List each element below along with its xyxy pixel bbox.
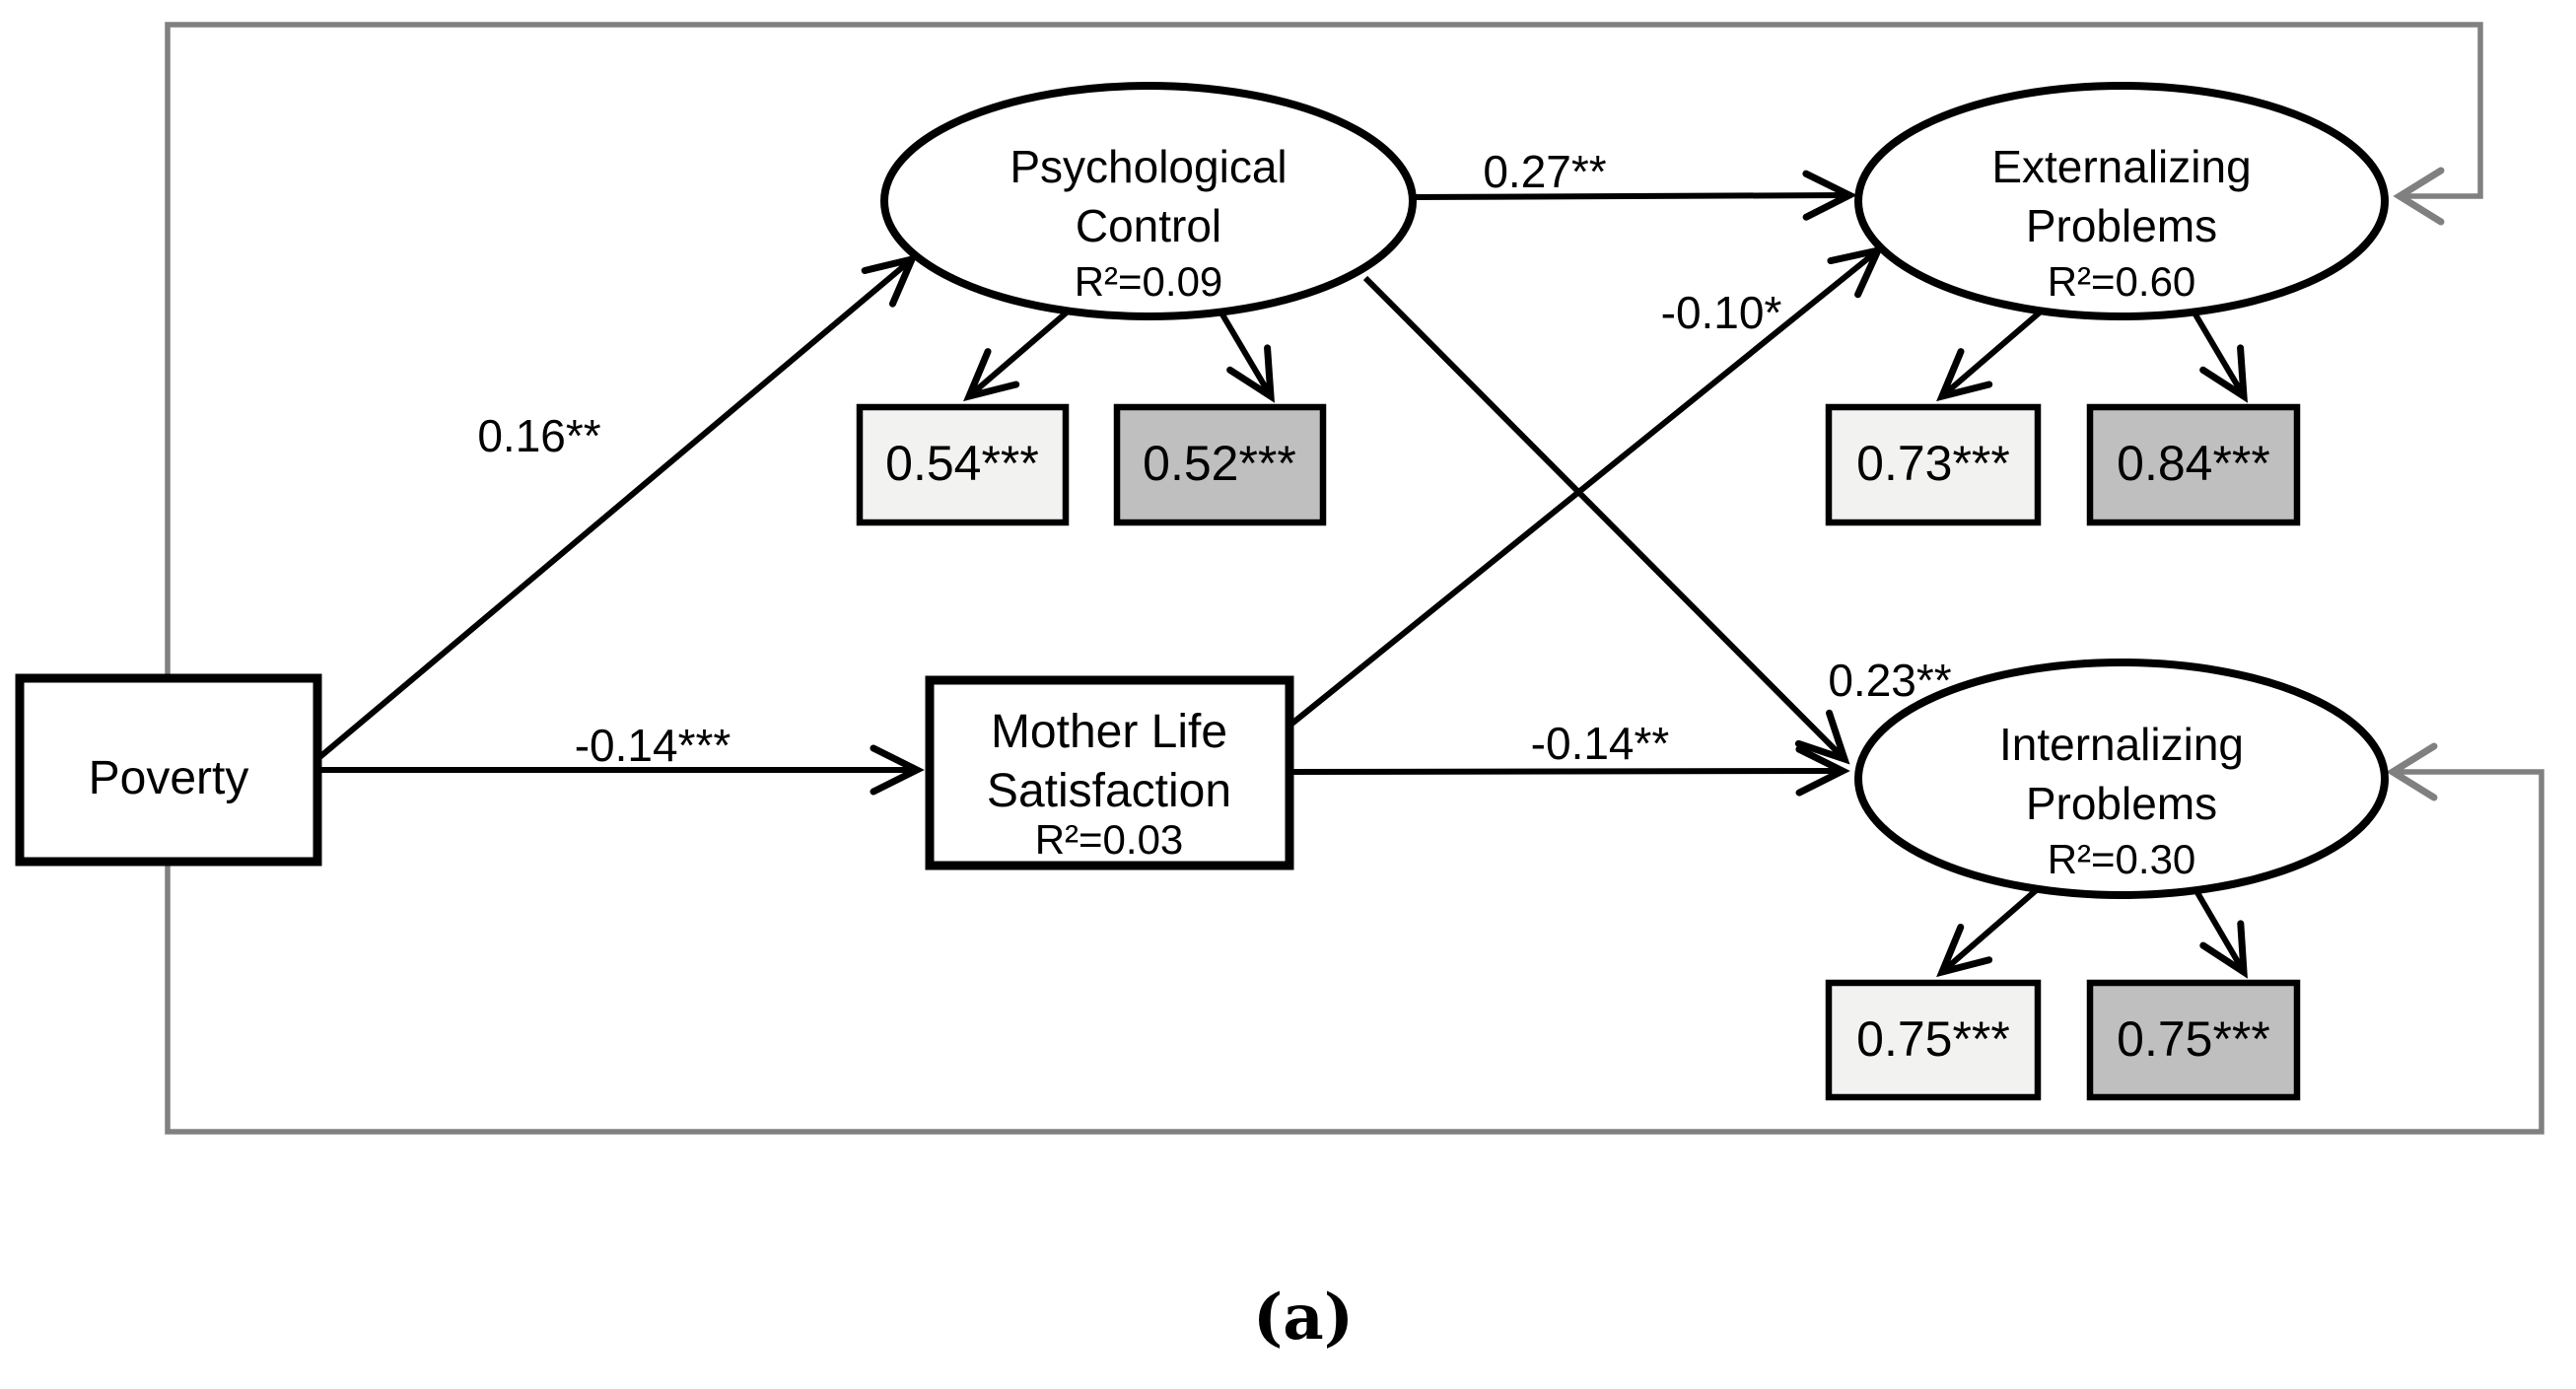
path-psych-control-to-internalizing — [1362, 275, 1850, 765]
coef-mother-life-internalizing: -0.14** — [1531, 718, 1670, 769]
mother-life-box — [925, 675, 1294, 870]
loading-value: 0.84*** — [2117, 436, 2270, 491]
loading-value: 0.75*** — [2117, 1011, 2270, 1067]
coef-mother-life-externalizing: -0.10* — [1661, 287, 1782, 338]
feedback-loop-top-arrow — [165, 22, 2483, 690]
loading-value: 0.73*** — [1856, 436, 2010, 491]
feedback-loops — [165, 22, 2544, 1135]
node-externalizing: Externalizing Problems R²=0.60 — [1854, 82, 2389, 320]
node-poverty: Poverty — [15, 673, 322, 867]
loading-arrow-internalizing-1 — [1936, 877, 2050, 978]
loading-value: 0.52*** — [1143, 436, 1296, 491]
loading-rect — [1825, 979, 2042, 1101]
externalizing-label-line1: Externalizing — [1991, 141, 2251, 192]
loading-value: 0.54*** — [885, 436, 1039, 491]
internalizing-ellipse — [1854, 659, 2389, 899]
path-psych-control-to-externalizing — [1409, 170, 1857, 221]
internalizing-label-line2: Problems — [2026, 778, 2217, 829]
psych-control-label-line1: Psychological — [1010, 141, 1287, 192]
coef-psych-control-externalizing: 0.27** — [1483, 146, 1606, 197]
poverty-box — [15, 673, 322, 867]
coef-poverty-psych-control: 0.16** — [477, 410, 600, 461]
loading-rect — [2086, 403, 2301, 526]
loading-box-psych-control-2: 0.52*** — [1113, 403, 1327, 526]
loading-arrow-psych-control-1 — [963, 303, 1077, 402]
loading-box-psych-control-1: 0.54*** — [856, 403, 1070, 526]
externalizing-ellipse — [1854, 82, 2389, 320]
figure-caption: (a) — [1253, 1281, 1354, 1354]
mother-life-label-line1: Mother Life — [991, 706, 1227, 758]
node-mother-life: Mother Life Satisfaction R²=0.03 — [925, 675, 1294, 870]
loading-arrow-externalizing-1 — [1936, 303, 2050, 402]
loading-rect — [2086, 979, 2301, 1101]
poverty-label: Poverty — [89, 752, 249, 804]
node-psych-control: Psychological Control R²=0.09 — [880, 82, 1417, 320]
path-mother-life-to-externalizing — [1288, 245, 1885, 729]
psych-control-ellipse — [880, 82, 1417, 320]
psych-control-r2: R²=0.09 — [1075, 258, 1223, 305]
mother-life-r2: R²=0.03 — [1035, 816, 1184, 863]
internalizing-r2: R²=0.30 — [2048, 836, 2196, 882]
loading-arrow-externalizing-2 — [2190, 308, 2248, 403]
loading-boxes: 0.54*** 0.52*** 0.73*** 0.84*** 0.75*** … — [856, 403, 2301, 1101]
loading-arrow-internalizing-2 — [2190, 882, 2248, 979]
loading-box-externalizing-2: 0.84*** — [2086, 403, 2301, 526]
loading-value: 0.75*** — [1856, 1011, 2010, 1067]
externalizing-r2: R²=0.60 — [2048, 258, 2196, 305]
path-poverty-to-psych-control — [315, 253, 918, 762]
loading-box-internalizing-2: 0.75*** — [2086, 979, 2301, 1101]
loading-box-externalizing-1: 0.73*** — [1825, 403, 2042, 526]
externalizing-label-line2: Problems — [2026, 200, 2217, 251]
path-mother-life-to-internalizing — [1288, 745, 1850, 797]
loading-box-internalizing-1: 0.75*** — [1825, 979, 2042, 1101]
mother-life-label-line2: Satisfaction — [987, 765, 1231, 817]
loading-arrows — [963, 303, 2248, 979]
loading-rect — [856, 403, 1070, 526]
loading-rect — [1113, 403, 1327, 526]
loading-rect — [1825, 403, 2042, 526]
psych-control-label-line2: Control — [1076, 200, 1221, 251]
feedback-loop-bottom-arrow — [165, 742, 2544, 1135]
node-internalizing: Internalizing Problems R²=0.30 — [1854, 659, 2389, 899]
structural-paths: 0.16** -0.14*** 0.27** 0.23** -0.10* -0.… — [315, 146, 1952, 797]
coef-poverty-mother-life: -0.14*** — [575, 720, 731, 771]
internalizing-label-line1: Internalizing — [1999, 719, 2244, 770]
loading-arrow-psych-control-2 — [1217, 308, 1275, 403]
